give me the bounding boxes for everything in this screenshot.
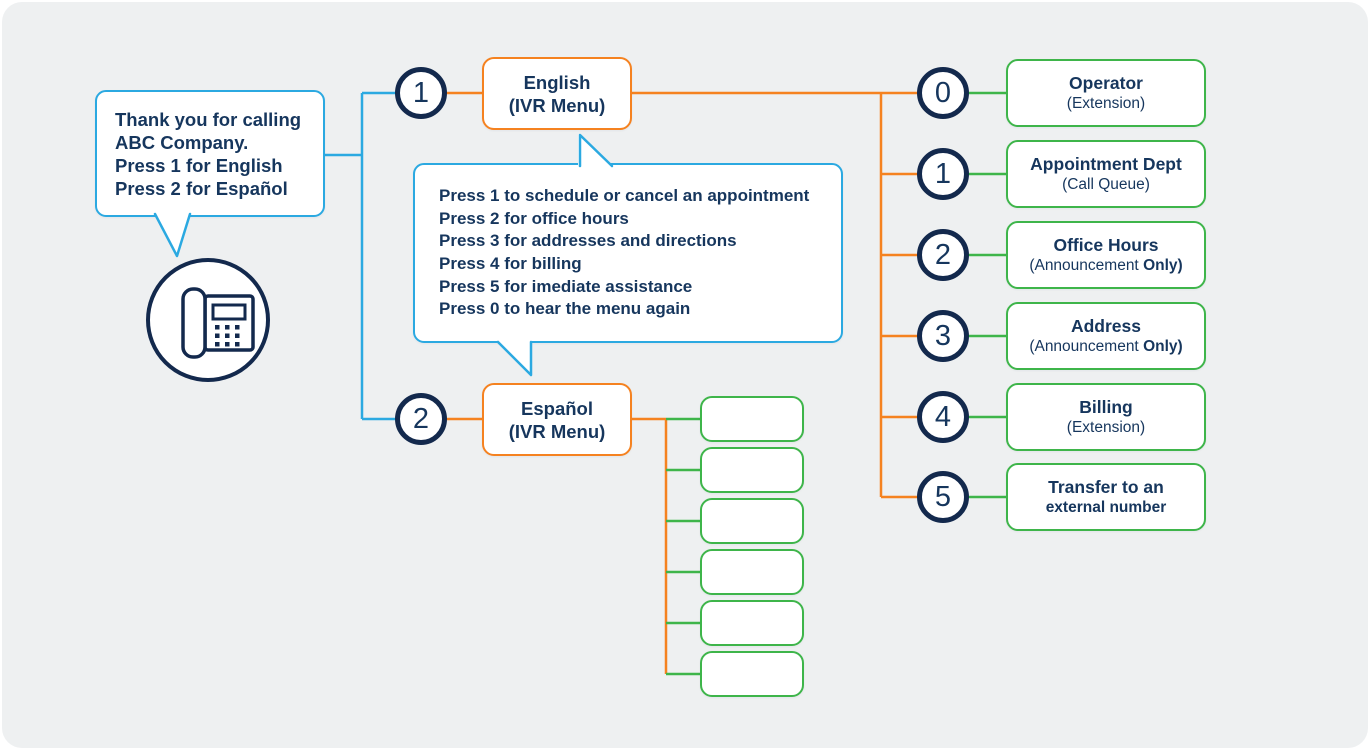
- keypress-number: 3: [934, 319, 952, 352]
- destination-subtitle: (Extension): [1066, 419, 1146, 436]
- menu-option-line: Press 1 to schedule or cancel an appoint…: [439, 186, 810, 206]
- spanish-submenu-placeholder-box: [700, 447, 804, 493]
- greeting-line: Press 2 for Español: [115, 177, 288, 199]
- ivr-box-subtitle: (IVR Menu): [508, 420, 606, 442]
- keypress-circle-5: 5: [917, 471, 969, 523]
- spanish-submenu-placeholder-box: [700, 651, 804, 697]
- destination-box-external-transfer: Transfer to an external number: [1006, 463, 1206, 531]
- destination-title: Office Hours: [1053, 235, 1159, 255]
- keypress-number: 1: [934, 157, 952, 190]
- menu-option-line: Press 5 for imediate assistance: [439, 276, 693, 296]
- menu-option-line: Press 3 for addresses and directions: [439, 231, 737, 251]
- greeting-bubble: Thank you for calling ABC Company. Press…: [95, 90, 325, 217]
- spanish-submenu-placeholder-box: [700, 549, 804, 595]
- greeting-line: ABC Company.: [115, 131, 249, 153]
- spanish-submenu-placeholder-box: [700, 600, 804, 646]
- greeting-line: Thank you for calling: [115, 108, 302, 130]
- keypress-circle-3: 3: [917, 310, 969, 362]
- spanish-submenu-placeholder-box: [700, 498, 804, 544]
- keypress-circle-1-right: 1: [917, 148, 969, 200]
- ivr-box-subtitle: (IVR Menu): [508, 94, 606, 116]
- destination-box-address: Address (Announcement Only): [1006, 302, 1206, 370]
- ivr-box-title: Español: [521, 397, 593, 419]
- destination-subtitle: (Call Queue): [1062, 176, 1150, 193]
- destination-box-operator: Operator (Extension): [1006, 59, 1206, 127]
- ivr-box-title: English: [523, 71, 591, 93]
- destination-subtitle: external number: [1045, 499, 1167, 516]
- keypress-number: 2: [934, 238, 952, 271]
- destination-title: Billing: [1079, 397, 1133, 417]
- english-menu-options-bubble: Press 1 to schedule or cancel an appoint…: [413, 163, 843, 343]
- greeting-line: Press 1 for English: [115, 154, 283, 176]
- keypress-circle-0: 0: [917, 67, 969, 119]
- destination-box-office-hours: Office Hours (Announcement Only): [1006, 221, 1206, 289]
- destination-title: Address: [1070, 316, 1142, 336]
- destination-subtitle: (Extension): [1066, 95, 1146, 112]
- english-ivr-menu-box: English (IVR Menu): [482, 57, 632, 130]
- destination-title: Operator: [1069, 73, 1143, 93]
- keypress-circle-2: 2: [395, 393, 447, 445]
- destination-box-billing: Billing (Extension): [1006, 383, 1206, 451]
- spanish-ivr-menu-box: Español (IVR Menu): [482, 383, 632, 456]
- keypress-circle-2-right: 2: [917, 229, 969, 281]
- destination-subtitle: (Announcement Only): [1029, 338, 1183, 355]
- keypress-number: 0: [934, 76, 952, 109]
- menu-option-line: Press 0 to hear the menu again: [439, 299, 691, 319]
- spanish-submenu-placeholder-box: [700, 396, 804, 442]
- keypress-number: 1: [412, 76, 430, 109]
- keypress-number: 2: [412, 402, 430, 435]
- destination-subtitle: (Announcement Only): [1029, 257, 1183, 274]
- desk-phone-icon: [181, 287, 255, 359]
- caller-phone-badge: [146, 258, 270, 382]
- menu-option-line: Press 2 for office hours: [439, 208, 629, 228]
- destination-box-appointment-dept: Appointment Dept (Call Queue): [1006, 140, 1206, 208]
- keypress-number: 4: [934, 400, 952, 433]
- destination-title: Transfer to an: [1048, 477, 1164, 497]
- destination-title: Appointment Dept: [1030, 154, 1182, 174]
- keypress-circle-1: 1: [395, 67, 447, 119]
- keypress-number: 5: [934, 480, 952, 513]
- menu-option-line: Press 4 for billing: [439, 254, 582, 273]
- keypress-circle-4: 4: [917, 391, 969, 443]
